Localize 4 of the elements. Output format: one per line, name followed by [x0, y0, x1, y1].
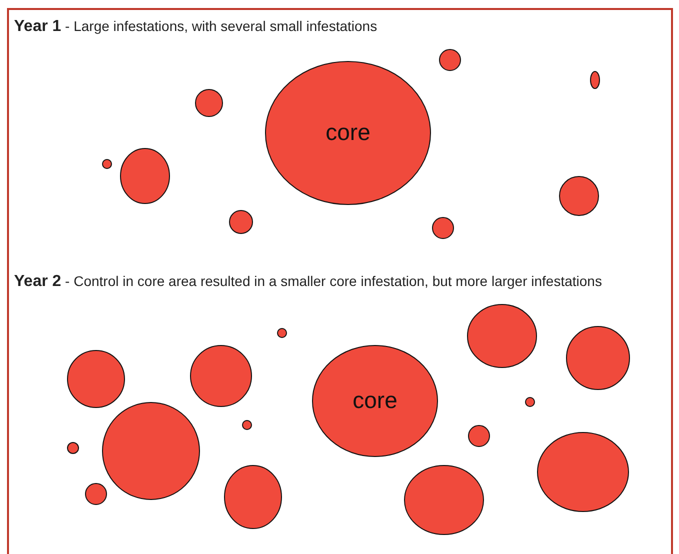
- panel-heading: Year 2 - Control in core area resulted in a smaller core infestation, but more larger infestations: [14, 273, 602, 291]
- panel-heading: Year 1 - Large infestations, with several small infestations: [14, 18, 378, 36]
- circle-label: core: [352, 387, 398, 414]
- circle-label: core: [324, 119, 372, 146]
